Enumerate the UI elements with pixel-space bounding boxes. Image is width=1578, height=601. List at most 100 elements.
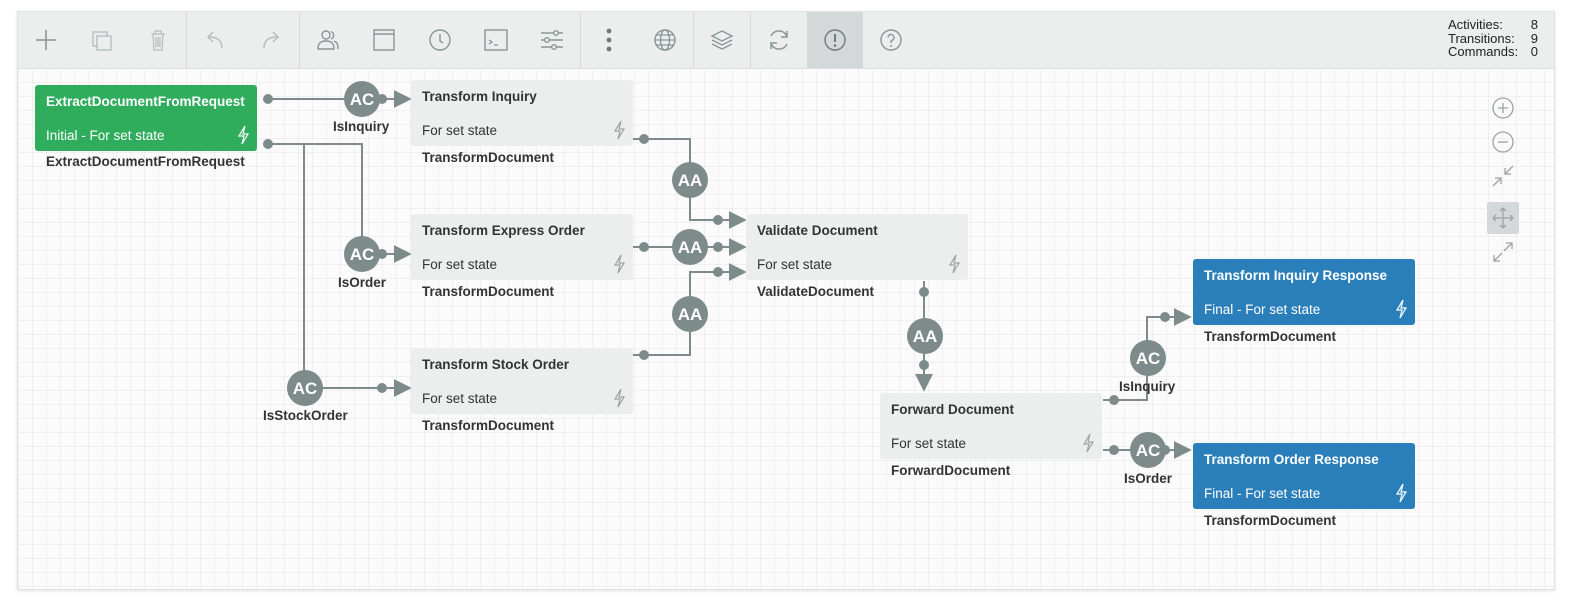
activity-title: Transform Stock Order [422, 357, 570, 372]
activity-title: Transform Inquiry Response [1204, 268, 1388, 283]
zoom-out-button[interactable] [1487, 126, 1519, 158]
toolbar: Activities:8 Transitions:9 Commands:0 [18, 12, 1554, 69]
transition-5-badge-text: AA [678, 305, 703, 324]
localization-button[interactable] [637, 12, 693, 68]
activity-caption: TransformDocument [1204, 513, 1337, 528]
activity-title: Forward Document [891, 402, 1015, 417]
transition-8-badge-text: AC [1136, 441, 1161, 460]
connector-layer: AC AC AC AA AA AA AA AC [263, 81, 1192, 468]
undo-button[interactable] [187, 12, 243, 68]
fullscreen-button[interactable] [1487, 236, 1519, 268]
activity-transform-express-order[interactable]: Transform Express Order For set state [411, 214, 633, 280]
transition-badge-1[interactable]: AC [344, 236, 380, 272]
activity-state: Final - For set state [1204, 486, 1321, 501]
window-icon [373, 29, 395, 51]
activity-caption: ExtractDocumentFromRequest [46, 154, 245, 169]
validate-button[interactable] [807, 12, 863, 68]
zoom-in-button[interactable] [1487, 92, 1519, 124]
layers-button[interactable] [694, 12, 750, 68]
activity-transform-stock-order[interactable]: Transform Stock Order For set state [411, 348, 633, 414]
transition-1-badge-text: AC [350, 245, 375, 264]
transition-badge-4[interactable]: AA [672, 229, 708, 265]
activity-extract-document[interactable]: ExtractDocumentFromRequest Initial - For… [35, 85, 257, 151]
terminal-icon [484, 29, 508, 51]
lightning-icon[interactable] [613, 254, 625, 274]
plus-icon [36, 30, 56, 50]
transition-6-badge-text: AA [913, 327, 938, 346]
lightning-icon[interactable] [1082, 433, 1094, 453]
parameters-button[interactable] [524, 12, 580, 68]
actors-button[interactable] [300, 12, 356, 68]
transition-badge-7[interactable]: AC [1130, 340, 1166, 376]
copy-icon [92, 31, 112, 51]
activity-state: For set state [422, 391, 498, 406]
lightning-icon[interactable] [613, 388, 625, 408]
transition-badge-5[interactable]: AA [672, 296, 708, 332]
lightning-icon[interactable] [1395, 483, 1407, 503]
sliders-icon [541, 30, 563, 51]
activity-caption: TransformDocument [422, 284, 555, 299]
timers-button[interactable] [412, 12, 468, 68]
code-button[interactable] [468, 12, 524, 68]
copy-button[interactable] [74, 12, 130, 68]
activity-state: Final - For set state [1204, 302, 1321, 317]
activity-transform-inquiry[interactable]: Transform Inquiry For set state [411, 80, 633, 146]
activity-state: For set state [757, 257, 833, 272]
create-button[interactable] [18, 12, 74, 68]
transition-badge-3[interactable]: AA [672, 162, 708, 198]
activity-title: Transform Order Response [1204, 452, 1379, 467]
transition-4-badge-text: AA [678, 238, 703, 257]
undo-icon [206, 31, 223, 49]
redo-icon [263, 31, 280, 49]
stats-panel: Activities:8 Transitions:9 Commands:0 [1448, 18, 1538, 59]
redo-button[interactable] [243, 12, 299, 68]
activity-title: Transform Express Order [422, 223, 585, 238]
transition-badge-6[interactable]: AA [907, 318, 943, 354]
activity-transform-order-response[interactable]: Transform Order Response Final - For set… [1193, 443, 1415, 509]
transition-label-isorder-2: IsOrder [1124, 471, 1173, 486]
refresh-button[interactable] [751, 12, 807, 68]
activity-caption: TransformDocument [422, 150, 555, 165]
activity-forward-document[interactable]: Forward Document For set state [880, 393, 1102, 459]
layers-icon [710, 30, 734, 50]
transition-label-isstockorder: IsStockOrder [263, 408, 348, 423]
transitions-label: Transitions: [1448, 30, 1515, 46]
activity-state: For set state [891, 436, 967, 451]
refresh-icon [770, 30, 788, 50]
alert-icon [824, 29, 846, 51]
transition-badge-8[interactable]: AC [1130, 432, 1166, 468]
help-button[interactable] [863, 12, 919, 68]
activity-caption: TransformDocument [1204, 329, 1337, 344]
move-button[interactable] [1487, 202, 1519, 234]
globe-icon [654, 29, 676, 51]
move-icon [1492, 207, 1514, 229]
zoom-fit-icon [1492, 165, 1514, 187]
connector-extract-stock[interactable] [268, 143, 412, 397]
more-vertical-icon [606, 28, 612, 52]
activity-validate-document[interactable]: Validate Document For set state [746, 214, 968, 280]
transition-label-isinquiry: IsInquiry [333, 119, 390, 134]
lightning-icon[interactable] [1395, 299, 1407, 319]
activity-title: Validate Document [757, 223, 878, 238]
activity-caption: ForwardDocument [891, 463, 1011, 478]
delete-button[interactable] [130, 12, 186, 68]
transition-label-isorder: IsOrder [338, 275, 387, 290]
lightning-icon[interactable] [613, 120, 625, 140]
activity-caption: ValidateDocument [757, 284, 875, 299]
window-button[interactable] [356, 12, 412, 68]
transition-badge-0[interactable]: AC [344, 81, 380, 117]
more-button[interactable] [581, 12, 637, 68]
transitions-count: 9 [1530, 30, 1538, 46]
actors-icon [317, 30, 339, 50]
zoom-fit-button[interactable] [1487, 160, 1519, 192]
lightning-icon[interactable] [237, 125, 249, 145]
lightning-icon[interactable] [948, 254, 960, 274]
zoom-controls [1487, 92, 1519, 280]
clock-icon [429, 29, 451, 51]
transition-label-isinquiry-2: IsInquiry [1119, 379, 1176, 394]
connector-extract-express[interactable] [268, 143, 412, 263]
help-icon [880, 29, 902, 51]
activity-transform-inquiry-response[interactable]: Transform Inquiry Response Final - For s… [1193, 259, 1415, 325]
transition-2-badge-text: AC [293, 379, 318, 398]
transition-badge-2[interactable]: AC [287, 370, 323, 406]
